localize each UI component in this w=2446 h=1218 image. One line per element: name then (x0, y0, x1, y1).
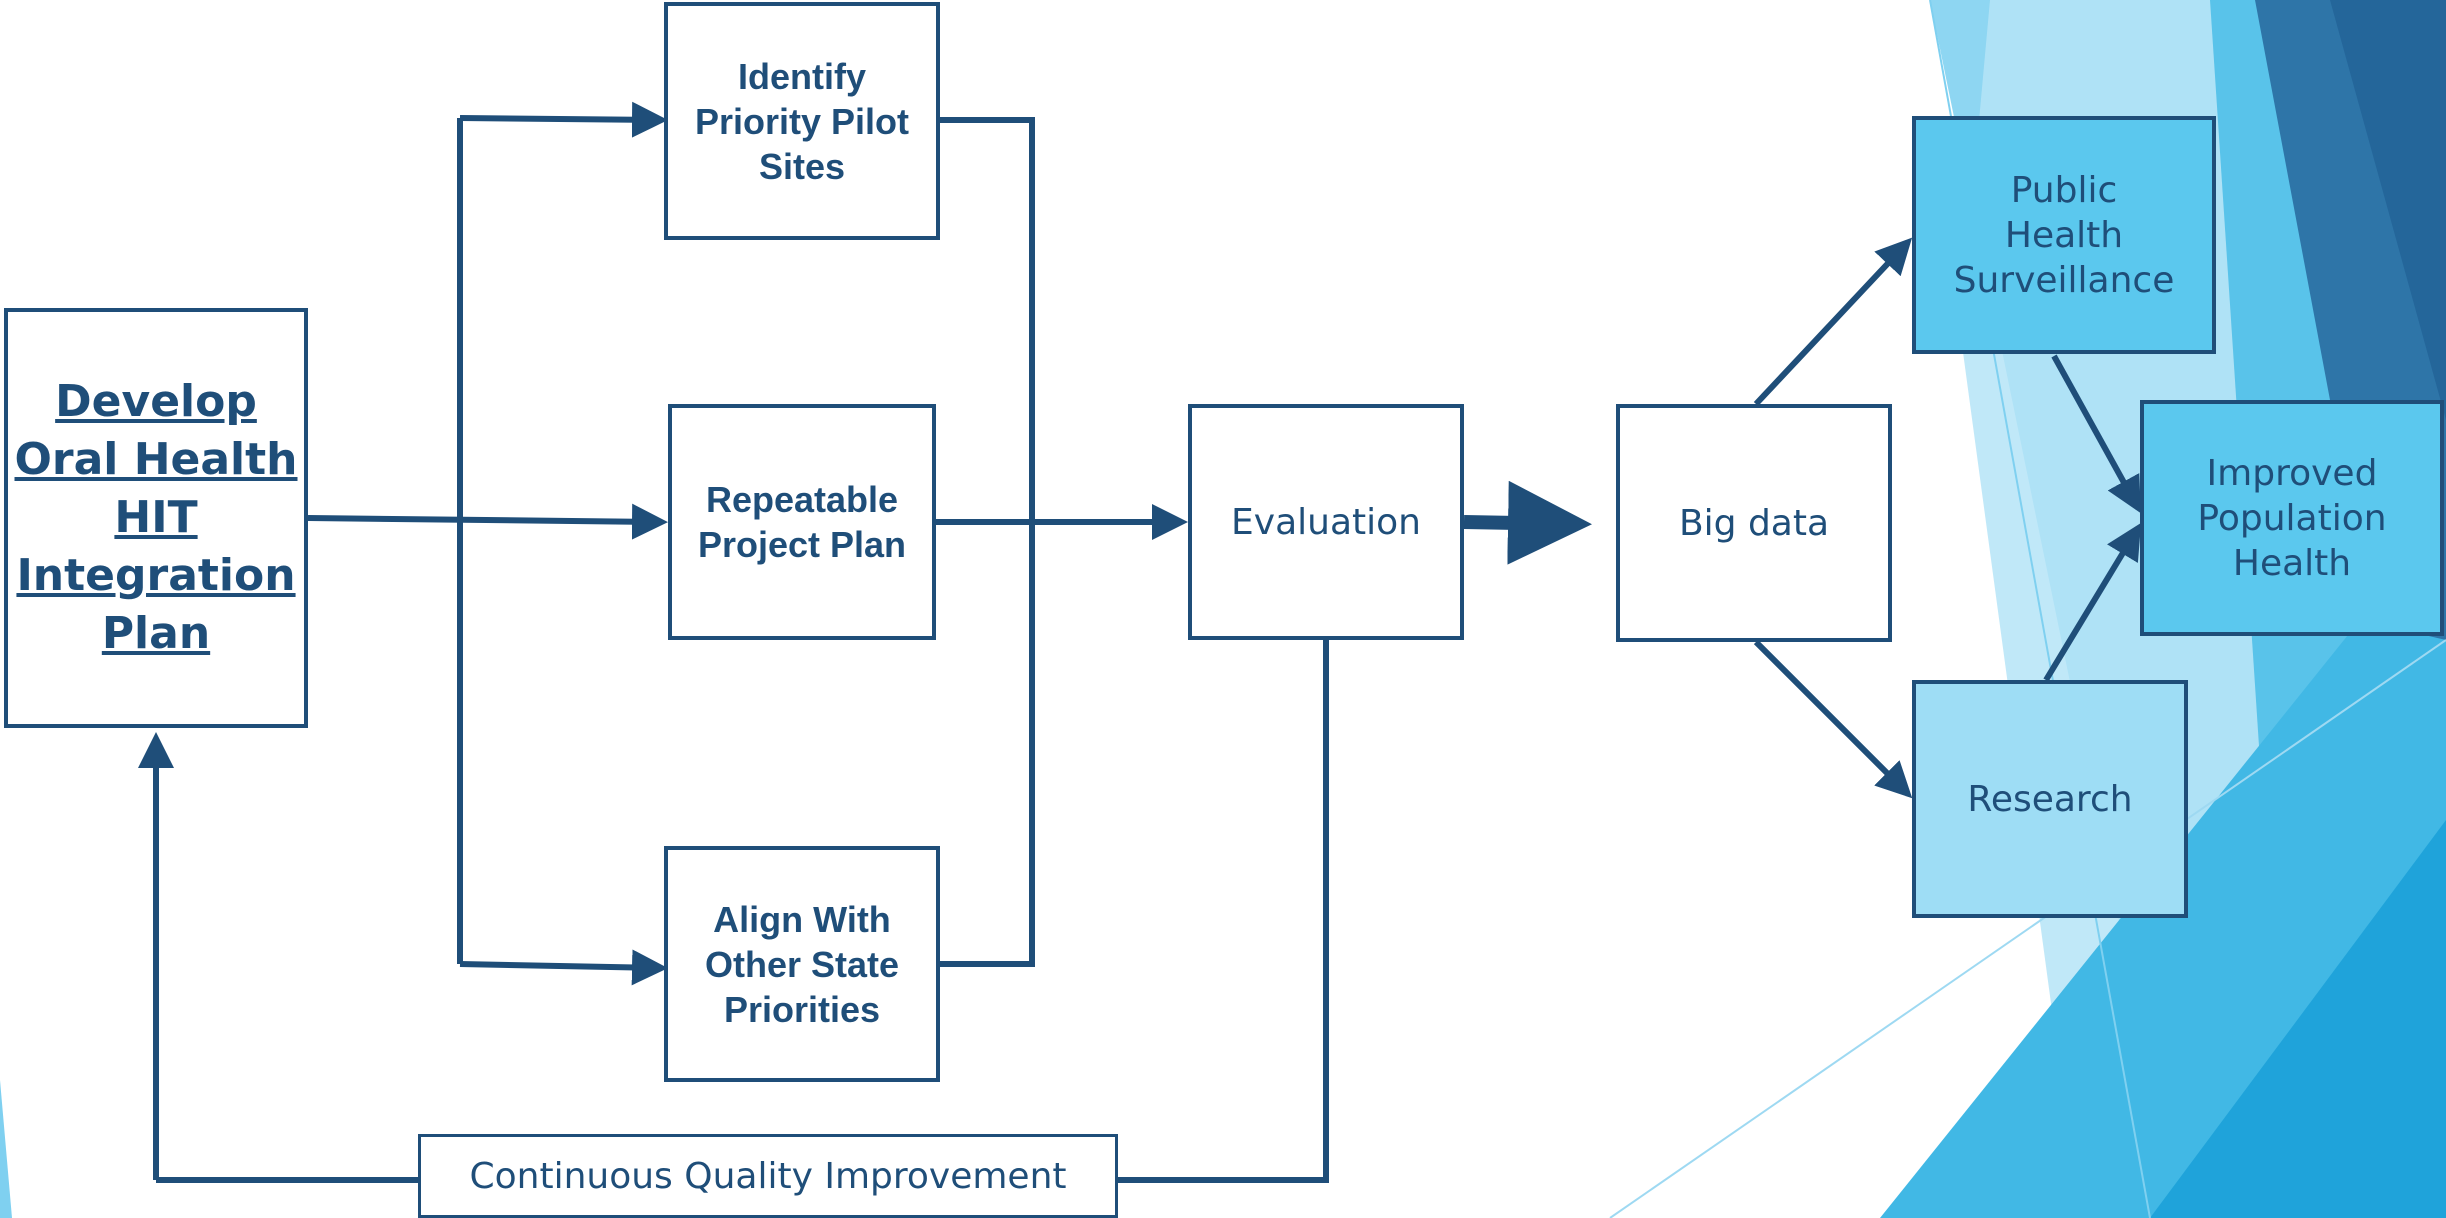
bg-triangle-navy (2330, 0, 2446, 420)
public-health-label: Public Health Surveillance (1953, 169, 2175, 301)
node-identify-sites: Identify Priority Pilot Sites (664, 2, 940, 240)
arrow-research-to-improved (2043, 522, 2142, 682)
bg-left-sliver (0, 1080, 12, 1218)
node-align-priorities: Align With Other State Priorities (664, 846, 940, 1082)
repeatable-plan-label: Repeatable Project Plan (697, 479, 907, 565)
cqi-label: Continuous Quality Improvement (469, 1155, 1067, 1197)
arrow-evaluation-to-bigdata (1463, 480, 1592, 565)
research-label: Research (1967, 778, 2133, 820)
big-data-label: Big data (1678, 502, 1830, 544)
arrow-bigdata-to-research (1753, 639, 1913, 799)
bg-thin-line-2 (1609, 639, 2446, 1218)
node-continuous-quality-improvement: Continuous Quality Improvement (418, 1134, 1118, 1218)
node-develop-plan: Develop Oral Health HIT Integration Plan (4, 308, 308, 728)
improved-health-label: Improved Population Health (2197, 452, 2387, 584)
node-research: Research (1912, 680, 2188, 918)
node-big-data: Big data (1616, 404, 1892, 642)
node-improved-population-health: Improved Population Health (2140, 400, 2444, 636)
arrow-to-align (459, 949, 668, 986)
arrow-develop-to-repeatable (307, 503, 668, 540)
feedback-loop (1116, 640, 1329, 1183)
identify-collector (940, 117, 1035, 967)
arrow-surveillance-to-improved (2051, 354, 2141, 514)
evaluation-label: Evaluation (1231, 501, 1421, 543)
identify-sites-label: Identify Priority Pilot Sites (694, 55, 910, 187)
develop-plan-label: Develop Oral Health HIT Integration Plan (14, 376, 298, 659)
arrow-to-identify (459, 101, 668, 138)
node-evaluation: Evaluation (1188, 404, 1464, 640)
bg-triangle-bottom-right (2150, 820, 2446, 1218)
arrow-bigdata-to-surveillance (1753, 237, 1913, 407)
align-priorities-label: Align With Other State Priorities (704, 898, 900, 1030)
node-public-health-surveillance: Public Health Surveillance (1912, 116, 2216, 354)
node-repeatable-plan: Repeatable Project Plan (668, 404, 936, 640)
